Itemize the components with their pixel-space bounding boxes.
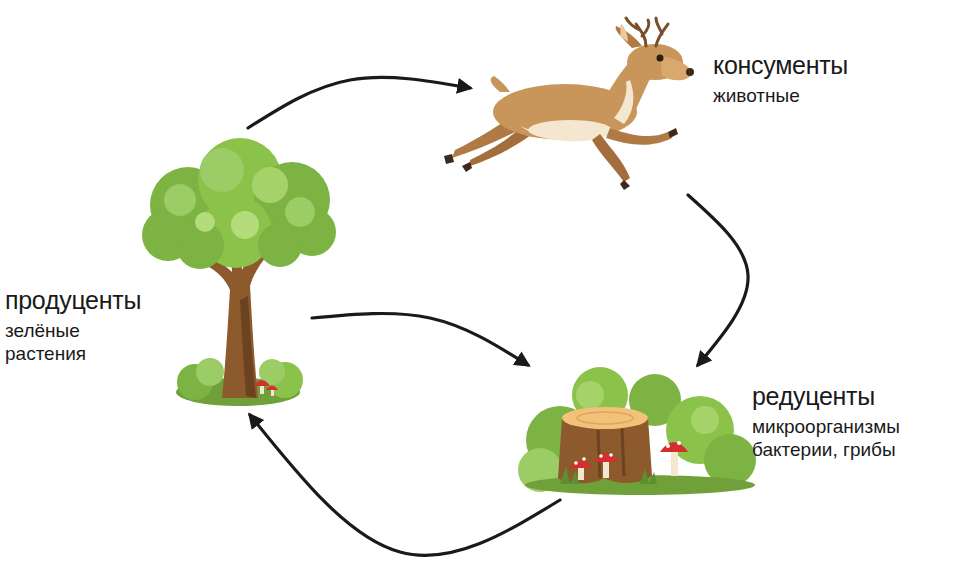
tree-illustration-part: [254, 380, 270, 386]
tree-illustration-part: [164, 184, 196, 216]
deer-illustration-part: [620, 24, 628, 42]
deer-illustration-part: [656, 18, 668, 46]
cycle-arrow: [250, 415, 560, 555]
tree-illustration-part: [231, 211, 259, 239]
stump-illustration-part: [603, 462, 609, 478]
group-description: зелёные растения: [5, 319, 115, 365]
tree-illustration-part: [240, 296, 256, 398]
reducer-group: редуценты микроорганизмыбактерии, грибы: [520, 365, 970, 500]
cycle-arrow: [312, 313, 528, 365]
tree-illustration-part: [266, 386, 278, 391]
tree-illustration-part: [258, 223, 302, 267]
deer-illustration-part: [444, 154, 454, 164]
deer-illustration-part: [668, 128, 678, 138]
tree-illustration-part: [252, 167, 288, 203]
stump-illustration-part: [598, 428, 624, 478]
stump-illustration-part: [574, 461, 578, 465]
deer-illustration: [444, 18, 694, 190]
tree-illustration-part: [195, 212, 215, 232]
tree-illustration-part: [196, 358, 224, 386]
deer-illustration-part: [462, 162, 472, 172]
deer-illustration-part: [657, 55, 664, 62]
stump-illustration: [518, 367, 756, 495]
stump-illustration-part: [594, 453, 618, 462]
group-description: животные: [713, 84, 848, 107]
tree-illustration: [142, 138, 336, 406]
stump-illustration-part: [660, 442, 688, 452]
stump-illustration-part: [609, 453, 613, 457]
group-description: микроорганизмы: [752, 415, 900, 438]
label-block: продуценты зелёные растения: [5, 285, 141, 365]
group-title: продуценты: [5, 285, 141, 315]
deer-illustration-part: [660, 56, 692, 80]
stump-illustration-part: [570, 460, 592, 468]
label-block: редуценты микроорганизмыбактерии, грибы: [752, 381, 900, 461]
group-title: редуценты: [752, 381, 900, 411]
deer-illustration-part: [614, 80, 633, 124]
producer-group: продуценты зелёные растения: [0, 128, 312, 415]
deer-illustration-part: [491, 76, 510, 92]
stump-illustration-part: [666, 444, 670, 448]
deer-illustration-part: [620, 180, 630, 190]
cycle-arrow: [248, 77, 470, 128]
cycle-arrow: [688, 195, 748, 365]
tree-illustration-part: [260, 386, 264, 394]
deer-illustration-part: [592, 134, 630, 182]
group-description: бактерии, грибы: [752, 438, 900, 461]
stump-illustration-part: [677, 441, 681, 445]
tree-illustration-part: [271, 390, 274, 396]
stump-illustration-part: [691, 406, 719, 434]
consumer-group: консументы животные: [470, 20, 900, 195]
label-block: консументы животные: [713, 50, 848, 107]
stump-illustration-part: [578, 468, 584, 480]
stump-illustration-part: [577, 412, 633, 424]
stump-illustration-part: [576, 381, 604, 409]
stump-illustration-part: [599, 454, 603, 458]
tree-illustration-part: [285, 197, 315, 227]
tree-illustration-part: [200, 148, 244, 192]
stump-illustration-part: [671, 452, 678, 476]
deer-illustration-part: [606, 128, 672, 145]
deer-illustration-part: [626, 18, 649, 46]
group-title: консументы: [713, 50, 848, 80]
stump-illustration-part: [562, 407, 648, 429]
stump-illustration-part: [582, 457, 586, 461]
deer-illustration-part: [686, 68, 694, 76]
